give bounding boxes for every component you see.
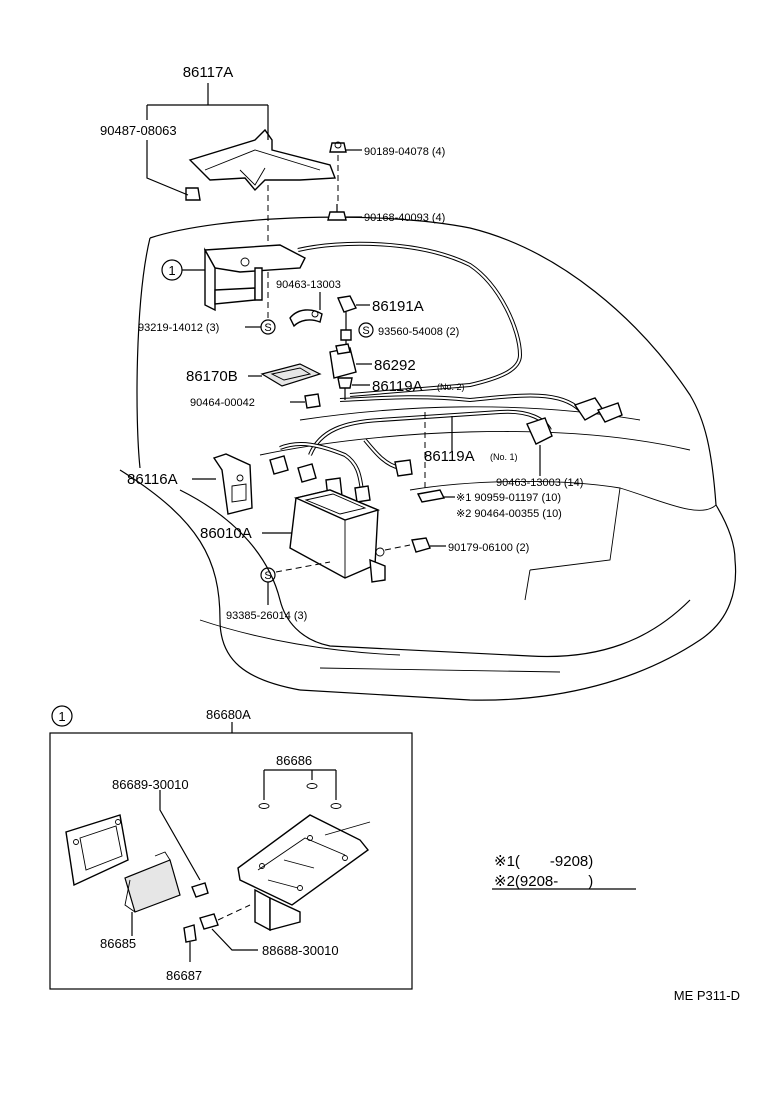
foot-3: [330, 803, 342, 809]
circle-callout-1-text: 1: [168, 263, 175, 278]
screw-86688: [199, 913, 219, 930]
label-86116a: 86116A: [127, 471, 178, 488]
label-90464-00355: ※2 90464-00355 (10): [456, 508, 562, 520]
screw-symbol-s2-text: S: [362, 325, 369, 337]
leader-86689: [159, 790, 201, 881]
label-86689-30010: 86689-30010: [112, 777, 189, 792]
label-90179-06100: 90179-06100 (2): [448, 542, 529, 554]
legend-row-2: ※2(9208- ): [494, 873, 593, 890]
clip-90959: [416, 489, 446, 503]
pad-86170b: [260, 363, 322, 387]
page-code: ME P311-D: [674, 988, 740, 1003]
antenna-cable: [297, 241, 623, 423]
label-90168-40093: 90168-40093 (4): [364, 212, 445, 224]
label-86686: 86686: [276, 753, 312, 768]
nut-90179: [411, 537, 431, 553]
label-86685: 86685: [100, 936, 136, 951]
bracket-86116a: [212, 453, 253, 515]
dash-90179: [384, 544, 411, 551]
label-86119a-no1: 86119A: [424, 448, 475, 465]
clip-90189: [329, 141, 347, 153]
screw-symbol-s3-text: S: [264, 570, 271, 582]
inset-panel-86689: [65, 814, 129, 887]
label-90959-01197: ※1 90959-01197 (10): [456, 492, 561, 504]
mount-bracket-1: [203, 244, 306, 312]
inset-module-86685: [124, 851, 181, 913]
inset-circle-callout-1-text: 1: [58, 709, 65, 724]
grommet-86119a-no2: [337, 377, 353, 400]
label-86191a: 86191A: [372, 298, 424, 315]
label-93560-54008: 93560-54008 (2): [378, 326, 459, 338]
label-86119a-no2-note: (No. 2): [437, 382, 465, 392]
relay-86292: [329, 343, 357, 379]
label-86119a-no1-note: (No. 1): [490, 452, 518, 462]
label-90463-13003-a: 90463-13003: [276, 279, 341, 291]
label-86119a-no2: 86119A: [372, 378, 423, 395]
label-93219-14012: 93219-14012 (3): [138, 322, 219, 334]
clip-86687: [183, 924, 197, 943]
car-body-outline: [119, 216, 737, 701]
inset-tray-bracket: [237, 814, 371, 932]
leader-90487: [146, 140, 189, 196]
amplifier-86010a: [289, 489, 386, 583]
label-86292: 86292: [374, 357, 416, 374]
label-90463-13003-b: 90463-13003 (14): [496, 477, 583, 489]
connector-86191a: [337, 295, 357, 345]
leader-86686: [263, 769, 337, 800]
inset-circle-callout-1: [51, 705, 73, 727]
screw-symbol-s2: [358, 322, 374, 338]
label-86687: 86687: [166, 968, 202, 983]
dash-93385: [275, 561, 331, 573]
bolt-90168: [327, 204, 347, 221]
screw-86689: [191, 882, 209, 898]
legend-row-1: ※1( -9208): [494, 853, 593, 870]
screw-symbol-s1-text: S: [264, 322, 271, 334]
label-86170b: 86170B: [186, 368, 238, 385]
leader-86688: [211, 928, 258, 951]
label-86680a: 86680A: [206, 707, 251, 722]
leader-86117a: [146, 83, 269, 140]
inset-box: [49, 732, 413, 990]
foot-1: [258, 803, 270, 809]
bracket-86117a: [185, 128, 336, 201]
label-90487-08063: 90487-08063: [100, 123, 177, 138]
clip-90464a: [304, 393, 321, 409]
dash-86688: [217, 904, 251, 921]
label-88688-30010: 88688-30010: [262, 943, 339, 958]
label-90464-00042: 90464-00042: [190, 397, 255, 409]
clamp-90463: [289, 309, 323, 328]
label-93385-26014: 93385-26014 (3): [226, 610, 307, 622]
label-90189-04078: 90189-04078 (4): [364, 146, 445, 158]
label-86010a: 86010A: [200, 525, 252, 542]
label-86117a: 86117A: [183, 64, 234, 81]
foot-2: [306, 783, 318, 789]
